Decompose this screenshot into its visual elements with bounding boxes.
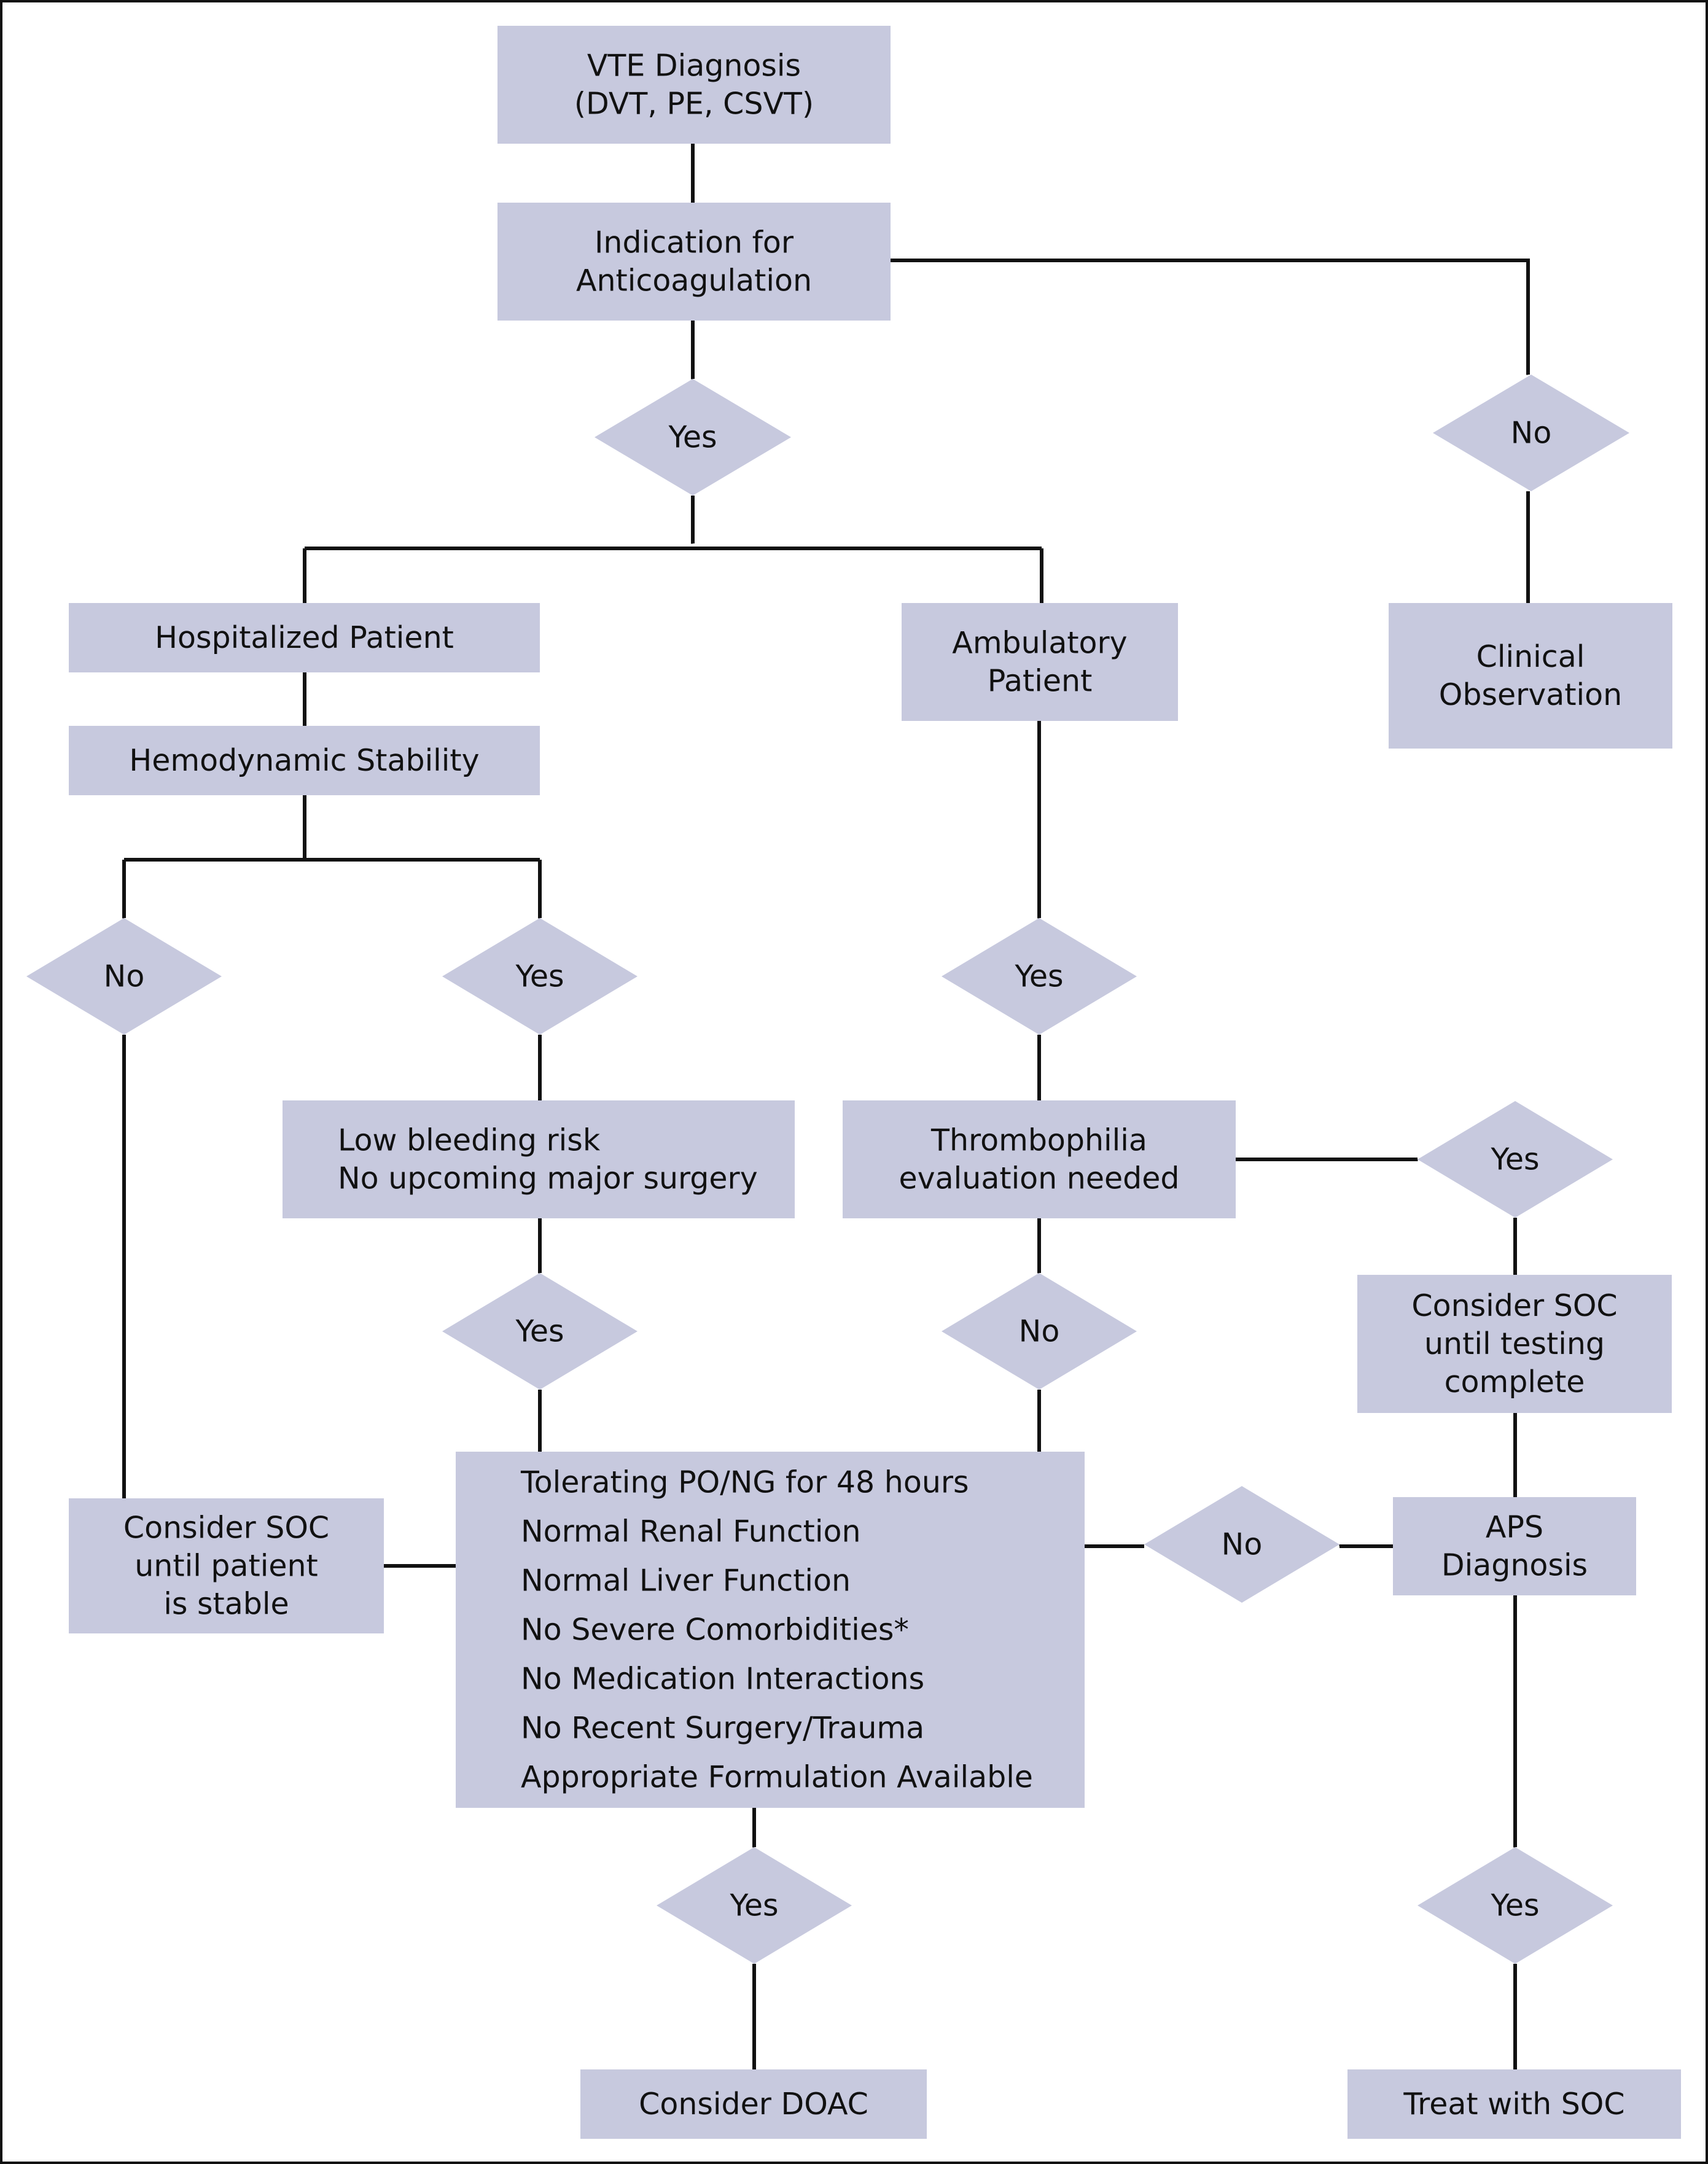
node-thrombo-yes: Yes — [1417, 1101, 1613, 1218]
node-label: Thrombophilia — [930, 1123, 1147, 1158]
connector-indication-to-no — [891, 259, 1530, 375]
node-label: Normal Liver Function — [521, 1563, 851, 1598]
process-box — [1357, 1275, 1672, 1413]
node-label: (DVT, PE, CSVT) — [574, 87, 814, 122]
node-vte-diagnosis: VTE Diagnosis(DVT, PE, CSVT) — [497, 26, 891, 144]
node-label: Hospitalized Patient — [155, 620, 454, 655]
process-box — [580, 2069, 927, 2139]
process-box — [843, 1100, 1236, 1218]
node-label: No — [104, 959, 145, 994]
decision-diamond — [442, 1273, 638, 1390]
decision-diamond — [1417, 1847, 1613, 1964]
node-label: Appropriate Formulation Available — [521, 1760, 1033, 1795]
node-treat-soc: Treat with SOC — [1347, 2069, 1681, 2139]
process-box — [497, 203, 891, 321]
process-box — [456, 1452, 1085, 1808]
node-label: Consider SOC — [1411, 1288, 1617, 1323]
node-indication-yes: Yes — [595, 379, 791, 496]
node-label: Consider SOC — [123, 1511, 329, 1546]
node-label: complete — [1445, 1364, 1585, 1399]
decision-diamond — [657, 1847, 852, 1964]
node-label: Diagnosis — [1441, 1548, 1588, 1583]
node-label: Observation — [1439, 677, 1622, 712]
node-label: evaluation needed — [899, 1161, 1179, 1196]
node-indication-no: No — [1433, 375, 1629, 491]
node-label: No Medication Interactions — [521, 1662, 924, 1697]
process-box — [902, 603, 1178, 721]
node-label: No upcoming major surgery — [338, 1161, 758, 1196]
decision-diamond — [442, 918, 638, 1035]
process-box — [69, 603, 540, 672]
node-label: Normal Renal Function — [521, 1514, 861, 1549]
node-label: until patient — [135, 1549, 318, 1584]
process-box — [1347, 2069, 1681, 2139]
node-doac: Consider DOAC — [580, 2069, 927, 2139]
node-hospitalized: Hospitalized Patient — [69, 603, 540, 672]
node-label: Clinical — [1476, 639, 1585, 674]
node-amb-yes: Yes — [942, 918, 1137, 1035]
process-box — [283, 1100, 795, 1218]
decision-diamond — [942, 1273, 1137, 1390]
node-hemo-no: No — [26, 918, 222, 1035]
node-label: until testing — [1424, 1326, 1605, 1361]
node-label: Yes — [1014, 959, 1063, 994]
node-hemo-yes: Yes — [442, 918, 638, 1035]
decision-diamond — [1144, 1486, 1339, 1603]
node-bleeding-yes: Yes — [442, 1273, 638, 1390]
node-label: Yes — [1490, 1142, 1539, 1177]
node-label: Yes — [515, 1314, 564, 1349]
node-label: No Severe Comorbidities* — [521, 1613, 909, 1648]
decision-diamond — [1417, 1101, 1613, 1218]
node-label: VTE Diagnosis — [587, 49, 801, 84]
node-label: Anticoagulation — [576, 263, 812, 298]
node-label: No — [1222, 1527, 1263, 1562]
node-label: Yes — [729, 1888, 778, 1923]
node-label: Yes — [668, 420, 717, 455]
node-aps-no: No — [1144, 1486, 1339, 1603]
process-box — [1393, 1497, 1636, 1595]
node-label: APS — [1486, 1510, 1543, 1545]
node-label: Patient — [988, 664, 1093, 699]
node-label: Yes — [515, 959, 564, 994]
process-box — [497, 26, 891, 144]
node-label: Indication for — [595, 225, 794, 260]
node-label: is stable — [163, 1587, 289, 1622]
node-label: Low bleeding risk — [338, 1123, 601, 1158]
decision-diamond — [1433, 375, 1629, 491]
node-label: Treat with SOC — [1403, 2087, 1624, 2122]
node-label: Hemodynamic Stability — [129, 743, 479, 778]
process-box — [69, 1498, 384, 1633]
node-label: Yes — [1490, 1888, 1539, 1923]
decision-diamond — [595, 379, 791, 496]
process-box — [69, 726, 540, 795]
process-box — [1389, 603, 1672, 749]
node-label: Ambulatory — [952, 626, 1127, 661]
node-hemodynamic: Hemodynamic Stability — [69, 726, 540, 795]
node-label: No Recent Surgery/Trauma — [521, 1711, 924, 1746]
node-criteria-yes: Yes — [657, 1847, 852, 1964]
decision-diamond — [26, 918, 222, 1035]
node-aps-yes: Yes — [1417, 1847, 1613, 1964]
decision-diamond — [942, 918, 1137, 1035]
node-label: No — [1511, 416, 1552, 451]
node-label: Tolerating PO/NG for 48 hours — [520, 1465, 969, 1500]
node-label: No — [1019, 1314, 1060, 1349]
flowchart-connectors — [122, 144, 1530, 2069]
node-thrombo-no: No — [942, 1273, 1137, 1390]
flowchart-nodes: VTE Diagnosis(DVT, PE, CSVT) Indication f… — [26, 26, 1681, 2139]
node-label: Consider DOAC — [639, 2087, 868, 2122]
